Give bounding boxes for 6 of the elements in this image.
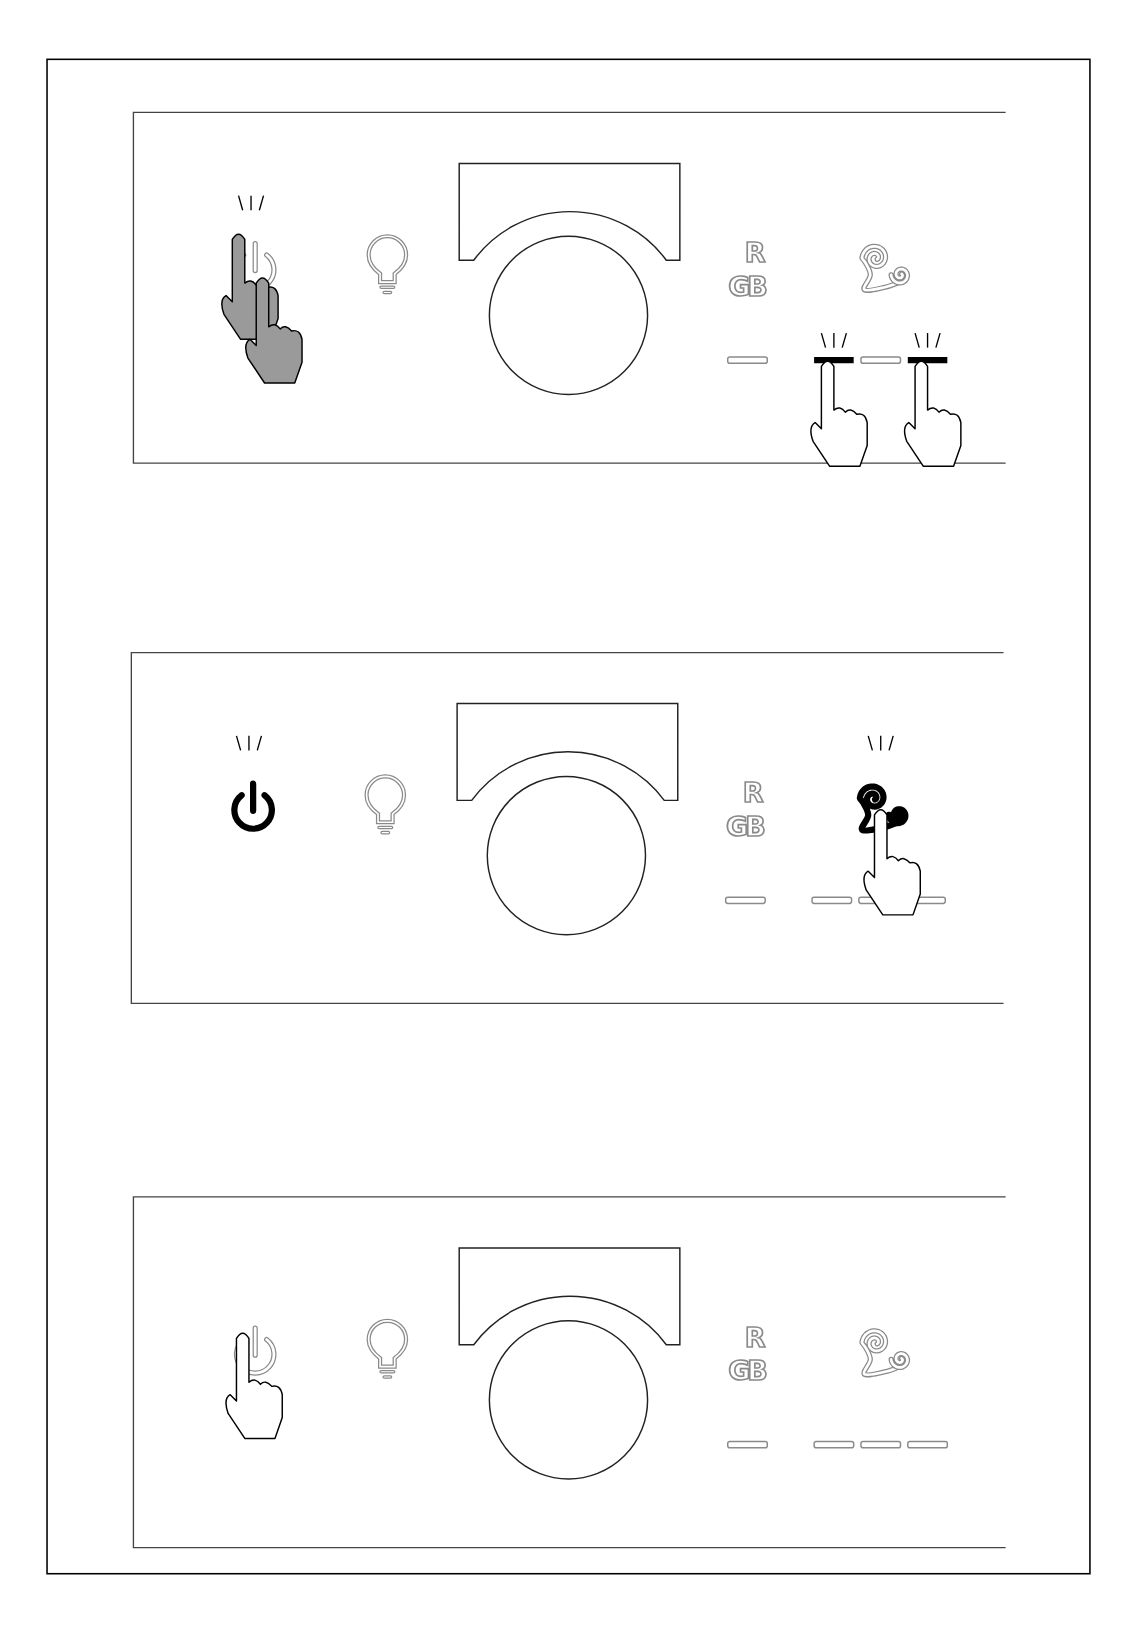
- icon-letters: R: [744, 237, 763, 269]
- icon-letters: GB: [728, 1355, 765, 1387]
- icon-letters: GB: [728, 270, 765, 302]
- icon-letters: R: [744, 1321, 763, 1353]
- icon-letters: GB: [726, 810, 763, 842]
- icon-letters: R: [742, 777, 761, 809]
